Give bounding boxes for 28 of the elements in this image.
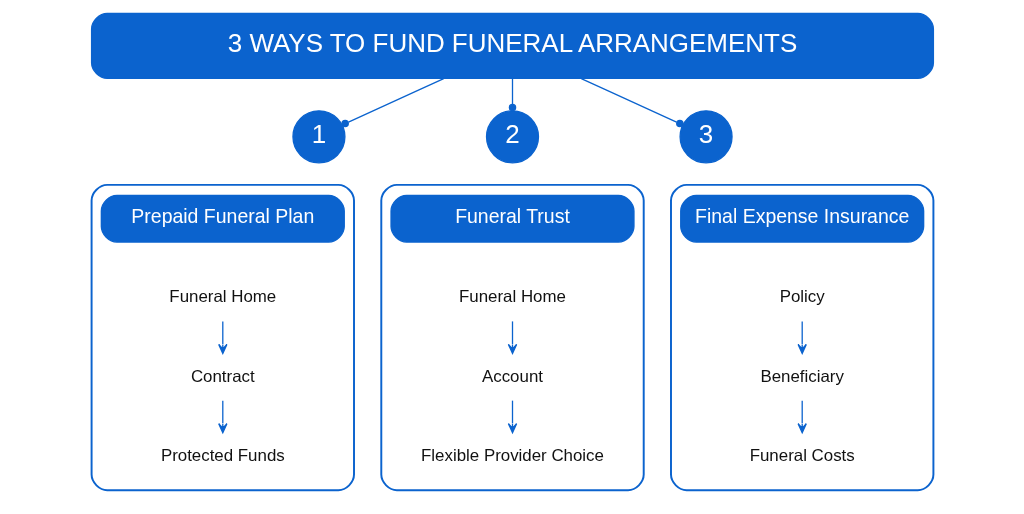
cluster	[669, 183, 934, 492]
node-circle: 3	[678, 110, 733, 164]
connector	[340, 77, 444, 128]
connector	[580, 77, 684, 128]
node-box: Final Expense Insurance	[679, 194, 924, 243]
node-box: Prepaid Funeral Plan	[100, 194, 345, 243]
node-box: Funeral Trust	[389, 194, 635, 243]
connector	[508, 77, 516, 112]
node-text: Funeral Home	[168, 287, 276, 307]
node-text: Flexible Provider Choice	[420, 445, 604, 465]
node-box: 3 WAYS TO FUND FUNERAL ARRANGEMENTS	[90, 12, 934, 80]
arrow	[217, 400, 228, 434]
node-circle: 2	[485, 110, 539, 164]
node-text: Funeral Costs	[749, 445, 855, 465]
node-text: Protected Funds	[160, 445, 285, 465]
node-text: Account	[481, 366, 543, 386]
node-text: Policy	[779, 287, 825, 307]
arrow	[507, 400, 517, 434]
arrow	[507, 320, 517, 355]
arrow	[796, 400, 807, 434]
cluster	[379, 183, 645, 492]
node-circle: 1	[291, 110, 346, 164]
node-text: Beneficiary	[759, 366, 844, 386]
node-text: Funeral Home	[458, 287, 566, 307]
node-text: Contract	[190, 366, 255, 386]
cluster	[90, 183, 355, 492]
arrow	[217, 320, 228, 355]
arrow	[796, 320, 807, 355]
